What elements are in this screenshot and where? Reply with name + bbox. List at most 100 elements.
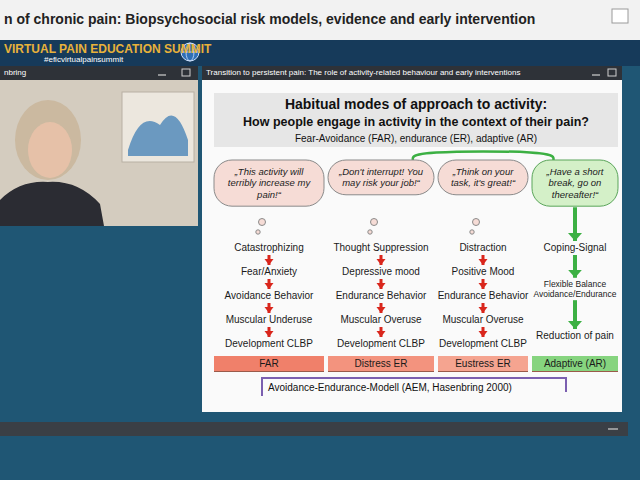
process-step: Flexible Balance Avoidance/Endurance — [532, 279, 618, 299]
band-label: Adaptive (AR) — [532, 356, 618, 372]
flow-arrow — [573, 255, 577, 278]
step-label: Muscular Overuse — [340, 314, 421, 326]
flow-arrow — [481, 303, 484, 313]
bubble-shape — [532, 160, 618, 206]
model-reference: Avoidance-Endurance-Modell (AEM, Hasenbr… — [268, 382, 512, 394]
speaker-name: nbring — [4, 68, 26, 78]
process-step: Thought Suppression — [333, 242, 428, 254]
speaker-hair — [15, 100, 81, 180]
speaker-body — [0, 182, 104, 226]
bubble-tail — [371, 219, 378, 226]
wall-picture — [122, 92, 194, 162]
thought-bubble: „This activity will terribly increase my… — [214, 160, 324, 206]
video-header — [0, 66, 198, 80]
band-label: Eustress ER — [438, 356, 528, 372]
bubble-tail — [470, 230, 474, 234]
bubble-tail — [259, 219, 266, 226]
bubble-shape — [438, 160, 528, 195]
process-step: Development CLBP — [439, 338, 527, 350]
thought-bubble: „Have a short break, go on thereafter!“ — [532, 160, 618, 206]
step-label: Fear/Anxiety — [241, 266, 297, 278]
slide-title-band — [214, 93, 618, 147]
flow-arrow — [380, 279, 383, 289]
flow-arrow — [573, 207, 577, 241]
step-label: Development CLBP — [439, 338, 527, 350]
bubble-text: „Don't interrupt! You may risk your job!… — [337, 166, 425, 189]
minimize-icon — [608, 428, 618, 429]
flow-arrow — [267, 303, 270, 313]
thought-bubble: „Think on your task, it's great!“ — [438, 160, 528, 195]
maximize-icon — [182, 69, 190, 76]
step-label: Catastrophizing — [234, 242, 303, 254]
video-image — [0, 80, 198, 226]
step-label: Reduction of pain — [536, 330, 614, 342]
step-label: Development CLBP — [337, 338, 425, 350]
window-title: n of chronic pain: Biopsychosocial risk … — [4, 11, 535, 28]
slide-subtitle: Fear-Avoidance (FAR), endurance (ER), ad… — [295, 133, 537, 145]
step-label: Avoidance Behavior — [225, 290, 314, 302]
process-step: Avoidance Behavior — [225, 290, 314, 302]
flow-arrow — [379, 255, 382, 265]
bubble-shape — [328, 160, 434, 195]
wall-picture-art — [128, 115, 188, 156]
flow-arrow — [482, 255, 485, 265]
window-icon — [612, 9, 628, 23]
process-step: Reduction of pain — [536, 330, 614, 342]
step-label: Thought Suppression — [333, 242, 428, 254]
speaker-face — [28, 122, 72, 178]
step-label: Muscular Underuse — [226, 314, 313, 326]
bubble-shape — [214, 160, 324, 206]
summit-band — [0, 40, 640, 66]
flow-arrow — [267, 279, 270, 289]
process-step: Distraction — [459, 242, 506, 254]
bubble-tail — [473, 219, 480, 226]
step-label: Endurance Behavior — [438, 290, 529, 302]
mode-band: Distress ER — [328, 356, 434, 372]
process-step: Development CLBP — [337, 338, 425, 350]
band-label: FAR — [214, 356, 324, 372]
process-step: Depressive mood — [342, 266, 420, 278]
thought-bubble: „Don't interrupt! You may risk your job!… — [328, 160, 434, 195]
panel-title: Transition to persistent pain: The role … — [206, 68, 520, 78]
step-label: Positive Mood — [452, 266, 515, 278]
mode-band: FAR — [214, 356, 324, 372]
step-label: Development CLBP — [225, 338, 313, 350]
step-label: Coping-Signal — [544, 242, 607, 254]
flow-arrow — [573, 300, 577, 329]
title-bar — [0, 0, 640, 40]
minimize-icon — [158, 74, 166, 75]
flow-arrow — [379, 327, 382, 337]
bubble-text: „Think on your task, it's great!“ — [447, 166, 519, 189]
slide-subtitle: How people engage in activity in the con… — [243, 115, 589, 130]
bottom-panel-bar — [0, 422, 628, 436]
slide-title: Habitual modes of approach to activity: — [285, 96, 547, 113]
process-step: Endurance Behavior — [438, 290, 529, 302]
step-label: Depressive mood — [342, 266, 420, 278]
step-label: Muscular Overuse — [442, 314, 523, 326]
process-step: Muscular Underuse — [226, 314, 313, 326]
maximize-icon — [608, 69, 616, 76]
process-step: Fear/Anxiety — [241, 266, 297, 278]
flow-arrow — [267, 327, 270, 337]
slide-area — [202, 80, 622, 412]
flow-arrow — [379, 303, 382, 313]
model-bracket — [262, 378, 566, 396]
hashtag: #eficvirtualpainsummit — [44, 55, 123, 65]
summit-name: VIRTUAL PAIN EDUCATION SUMMIT — [4, 42, 211, 56]
minimize-icon — [592, 74, 600, 75]
step-label: Endurance Behavior — [336, 290, 427, 302]
bubble-text: „Have a short break, go on thereafter!“ — [541, 166, 609, 200]
process-step: Development CLBP — [225, 338, 313, 350]
mode-band: Eustress ER — [438, 356, 528, 372]
flow-arrow — [481, 327, 484, 337]
bubble-text: „This activity will terribly increase my… — [223, 166, 315, 200]
flow-arrow — [267, 255, 270, 265]
slide-header — [202, 66, 622, 80]
process-step: Muscular Overuse — [340, 314, 421, 326]
bubble-tail — [368, 230, 372, 234]
step-label: Flexible Balance Avoidance/Endurance — [532, 279, 618, 299]
process-step: Coping-Signal — [544, 242, 607, 254]
process-step: Endurance Behavior — [336, 290, 427, 302]
bubble-tail — [256, 230, 260, 234]
process-step: Muscular Overuse — [442, 314, 523, 326]
